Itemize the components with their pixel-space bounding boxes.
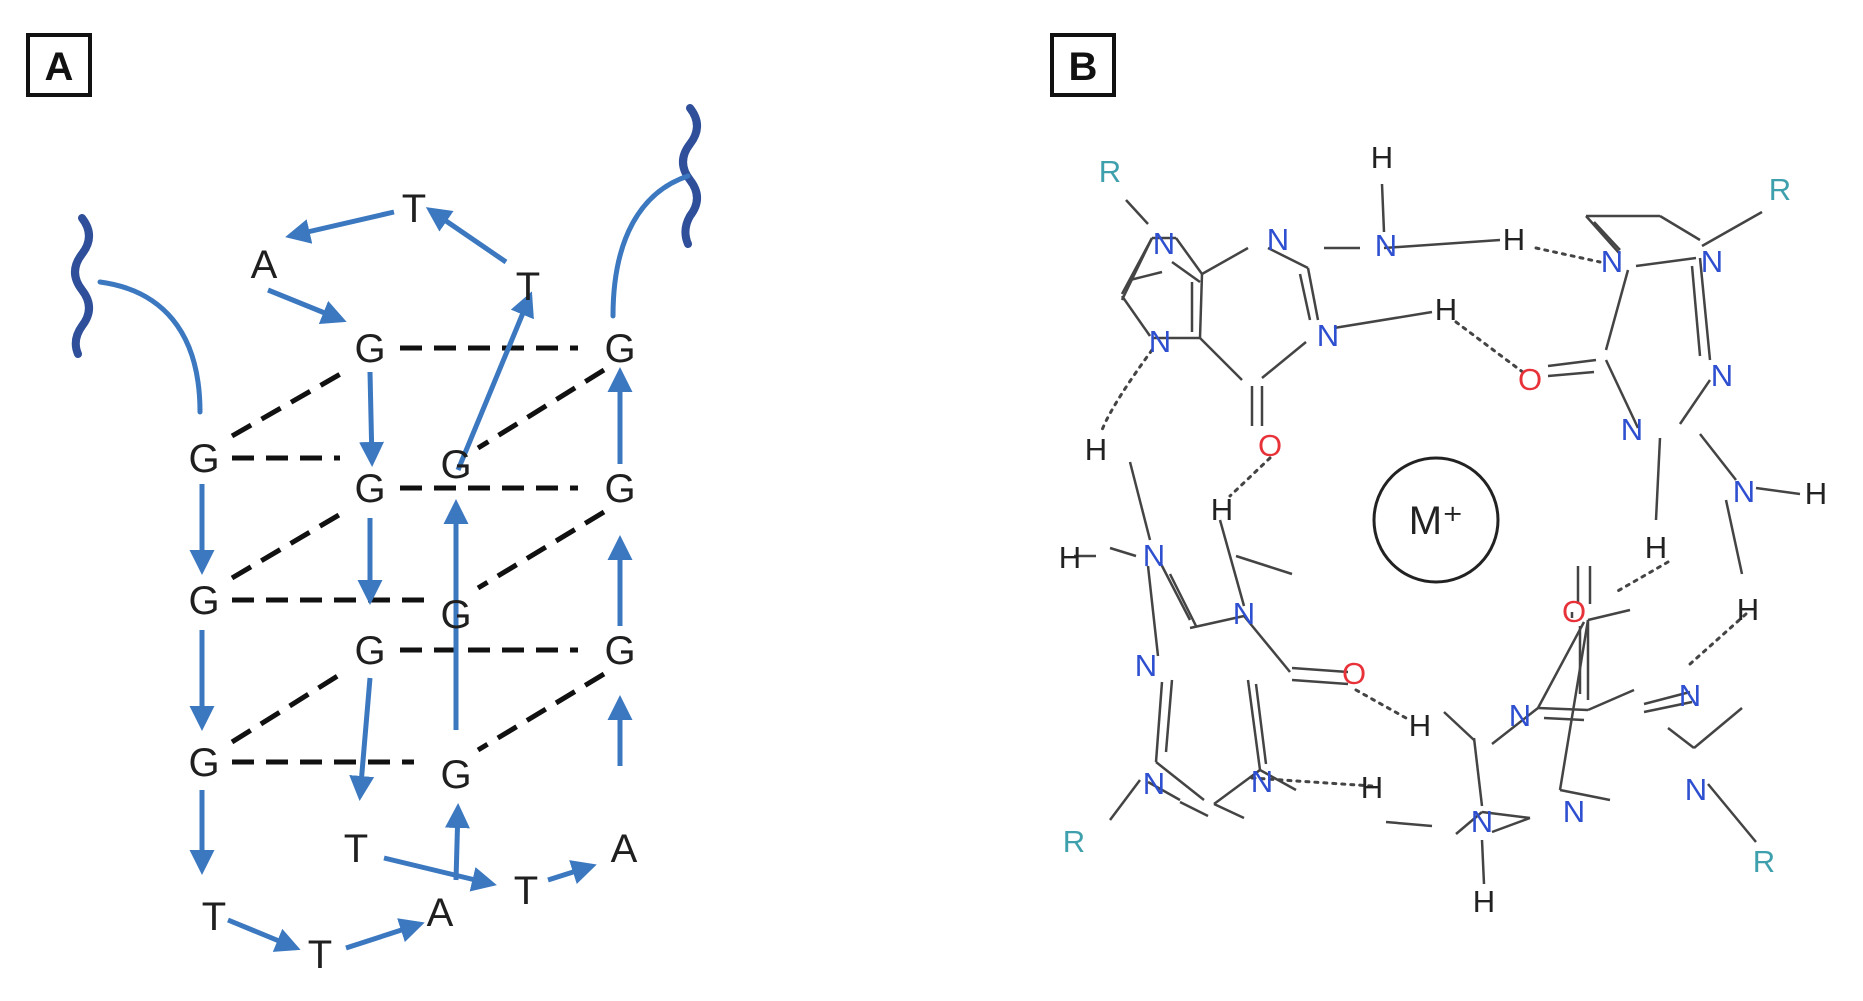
svg-text:N: N	[1679, 678, 1701, 713]
loop-right-a: A	[611, 827, 638, 871]
cation-ring: M⁺	[1372, 456, 1500, 584]
svg-text:H: H	[1085, 432, 1107, 467]
panel-b-tetrad: M⁺ N N N N N N N N N N N N N N N N N N N…	[1059, 140, 1827, 919]
svg-text:N: N	[1621, 412, 1643, 447]
g-mid-front: G	[354, 467, 385, 511]
svg-text:H: H	[1371, 140, 1393, 175]
svg-text:O: O	[1342, 656, 1366, 691]
svg-text:N: N	[1601, 244, 1623, 279]
loop-top-a: A	[251, 243, 278, 287]
cation-label: M⁺	[1409, 499, 1463, 543]
svg-text:B: B	[1069, 45, 1098, 89]
hydrogen-atoms: H H H H H H H H H H H H	[1059, 140, 1827, 919]
loop-right-t2: T	[514, 869, 538, 913]
covalent-bonds	[1074, 183, 1801, 885]
svg-text:H: H	[1435, 292, 1457, 327]
g-top-front: G	[354, 327, 385, 371]
strand-arrows	[189, 207, 633, 952]
svg-text:H: H	[1805, 476, 1827, 511]
strand-5prime-wave	[71, 214, 93, 358]
svg-text:R: R	[1099, 154, 1121, 189]
svg-text:H: H	[1737, 592, 1759, 627]
g-mid-center: G	[440, 443, 471, 487]
svg-text:N: N	[1509, 698, 1531, 733]
g-low-center: G	[440, 593, 471, 637]
g-mid-left: G	[188, 437, 219, 481]
svg-text:O: O	[1518, 362, 1542, 397]
strand-curve-left	[97, 279, 203, 415]
svg-text:N: N	[1251, 764, 1273, 799]
svg-text:H: H	[1503, 222, 1525, 257]
loop-right-t1: T	[344, 827, 368, 871]
nucleotide-labels: A T T G G G G G G G G G G G G T A T T A …	[188, 187, 637, 977]
svg-text:H: H	[1211, 492, 1233, 527]
g-top-back: G	[604, 327, 635, 371]
panel-a-quadruplex: A T T G G G G G G G G G G G G T A T T A …	[71, 104, 701, 977]
panel-b-label: B	[1050, 33, 1116, 97]
r-groups: R R R R	[1063, 154, 1791, 879]
svg-text:N: N	[1267, 222, 1289, 257]
svg-text:N: N	[1149, 324, 1171, 359]
svg-text:N: N	[1701, 244, 1723, 279]
loop-bot-a1: A	[427, 891, 454, 935]
g-mid-back: G	[604, 467, 635, 511]
g-bot-left: G	[188, 741, 219, 785]
svg-text:N: N	[1135, 648, 1157, 683]
panel-a-label: A	[26, 33, 92, 97]
svg-text:N: N	[1375, 228, 1397, 263]
g-bot-center: G	[440, 753, 471, 797]
svg-text:N: N	[1143, 766, 1165, 801]
svg-text:H: H	[1645, 530, 1667, 565]
g-low-left: G	[188, 579, 219, 623]
svg-text:R: R	[1769, 172, 1791, 207]
loop-bot-t2: T	[308, 933, 332, 977]
strand-3prime-wave	[679, 104, 701, 248]
loop-top-t2: T	[516, 265, 540, 309]
g-low-back: G	[604, 629, 635, 673]
tetrad-dashes	[230, 345, 606, 765]
svg-text:O: O	[1258, 428, 1282, 463]
svg-text:H: H	[1409, 708, 1431, 743]
svg-text:H: H	[1473, 884, 1495, 919]
svg-text:N: N	[1143, 538, 1165, 573]
svg-text:O: O	[1562, 594, 1586, 629]
svg-text:N: N	[1733, 474, 1755, 509]
svg-text:N: N	[1711, 358, 1733, 393]
svg-text:N: N	[1563, 794, 1585, 829]
svg-text:N: N	[1471, 804, 1493, 839]
svg-text:H: H	[1059, 540, 1081, 575]
oxygen-atoms: O O O O	[1258, 362, 1586, 691]
svg-text:N: N	[1153, 226, 1175, 261]
strand-curve-right	[610, 173, 691, 319]
svg-text:N: N	[1685, 772, 1707, 807]
strand-end-waves	[71, 104, 701, 358]
svg-text:A: A	[45, 45, 74, 89]
svg-text:R: R	[1063, 824, 1085, 859]
nitrogen-atoms: N N N N N N N N N N N N N N N N N N N N	[1135, 222, 1755, 839]
loop-top-t1: T	[402, 187, 426, 231]
svg-text:N: N	[1233, 596, 1255, 631]
svg-text:N: N	[1317, 318, 1339, 353]
svg-text:H: H	[1361, 770, 1383, 805]
g-low-front: G	[354, 629, 385, 673]
loop-bot-t1: T	[202, 895, 226, 939]
svg-text:R: R	[1753, 844, 1775, 879]
hydrogen-bonds	[1100, 246, 1748, 788]
